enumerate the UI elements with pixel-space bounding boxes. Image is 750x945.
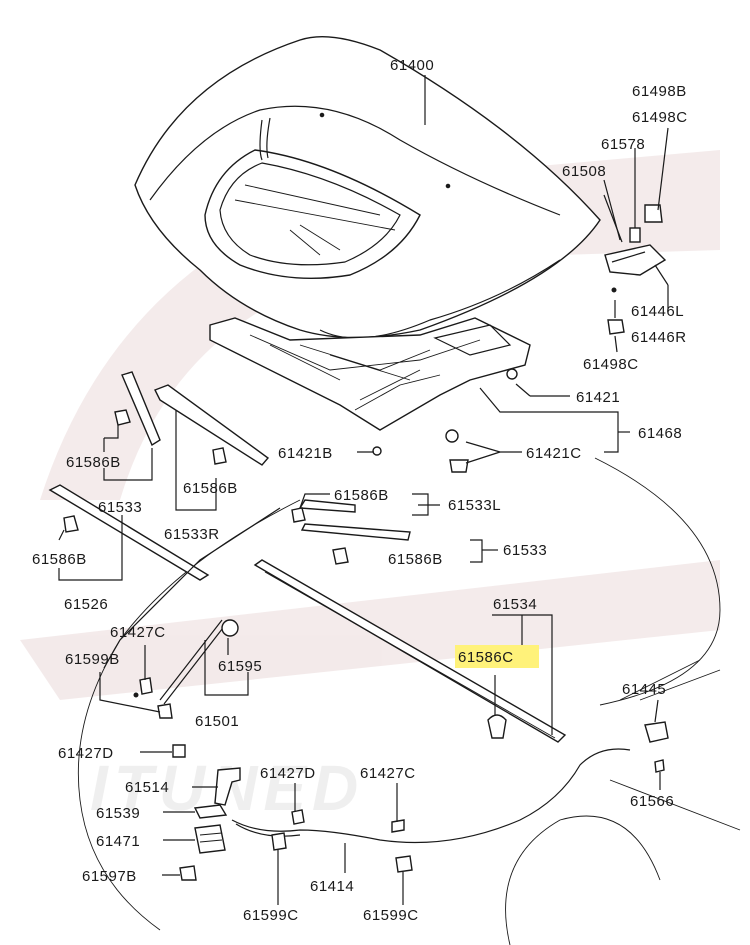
label-61566[interactable]: 61566 [630,793,674,810]
label-61498B[interactable]: 61498B [632,83,687,100]
label-61446R[interactable]: 61446R [631,329,687,346]
label-61586B-4[interactable]: 61586B [388,551,443,568]
label-61498C-top[interactable]: 61498C [632,109,688,126]
label-61533L[interactable]: 61533L [448,497,501,514]
highlight-61586C [455,645,539,668]
label-61427D-2[interactable]: 61427D [260,765,316,782]
hood-hinge [603,194,667,335]
label-61414[interactable]: 61414 [310,878,354,895]
cowl-seals [253,499,567,743]
label-61595[interactable]: 61595 [218,658,262,675]
hood-prop-rod [133,619,239,719]
label-61599B[interactable]: 61599B [65,651,120,668]
label-61427C-2[interactable]: 61427C [360,765,416,782]
label-61446L[interactable]: 61446L [631,303,684,320]
label-61400[interactable]: 61400 [390,57,434,74]
label-61421B[interactable]: 61421B [278,445,333,462]
label-61599C-2[interactable]: 61599C [363,907,419,924]
label-61421[interactable]: 61421 [576,389,620,406]
part-labels: 61400 61498B 61498C 61578 61508 61446L 6… [32,57,688,924]
hood-latch-cable [172,721,669,881]
label-61586B-5[interactable]: 61586B [32,551,87,568]
label-61578[interactable]: 61578 [601,136,645,153]
label-61533R[interactable]: 61533R [164,526,220,543]
label-61533-2[interactable]: 61533 [503,542,547,559]
label-61586B-2[interactable]: 61586B [183,480,238,497]
label-61421C[interactable]: 61421C [526,445,582,462]
label-61586C[interactable]: 61586C [458,649,514,666]
hood-inner-frame [209,317,531,431]
label-61508[interactable]: 61508 [562,163,606,180]
label-61445[interactable]: 61445 [622,681,666,698]
weatherstrip-61533 [48,371,270,581]
label-61471[interactable]: 61471 [96,833,140,850]
label-61498C-bottom[interactable]: 61498C [583,356,639,373]
label-61526[interactable]: 61526 [64,596,108,613]
label-61533-1[interactable]: 61533 [98,499,142,516]
label-61586B-1[interactable]: 61586B [66,454,121,471]
label-61586B-3[interactable]: 61586B [334,487,389,504]
label-61468[interactable]: 61468 [638,425,682,442]
hood-panel [134,36,601,339]
label-61427D-1[interactable]: 61427D [58,745,114,762]
label-61514[interactable]: 61514 [125,779,169,796]
clips [63,368,518,739]
car-body-outline [77,457,741,945]
label-61539[interactable]: 61539 [96,805,140,822]
label-61427C-1[interactable]: 61427C [110,624,166,641]
label-61534[interactable]: 61534 [493,596,537,613]
label-61597B[interactable]: 61597B [82,868,137,885]
label-61501[interactable]: 61501 [195,713,239,730]
label-61599C-1[interactable]: 61599C [243,907,299,924]
leader-lines [58,75,669,905]
